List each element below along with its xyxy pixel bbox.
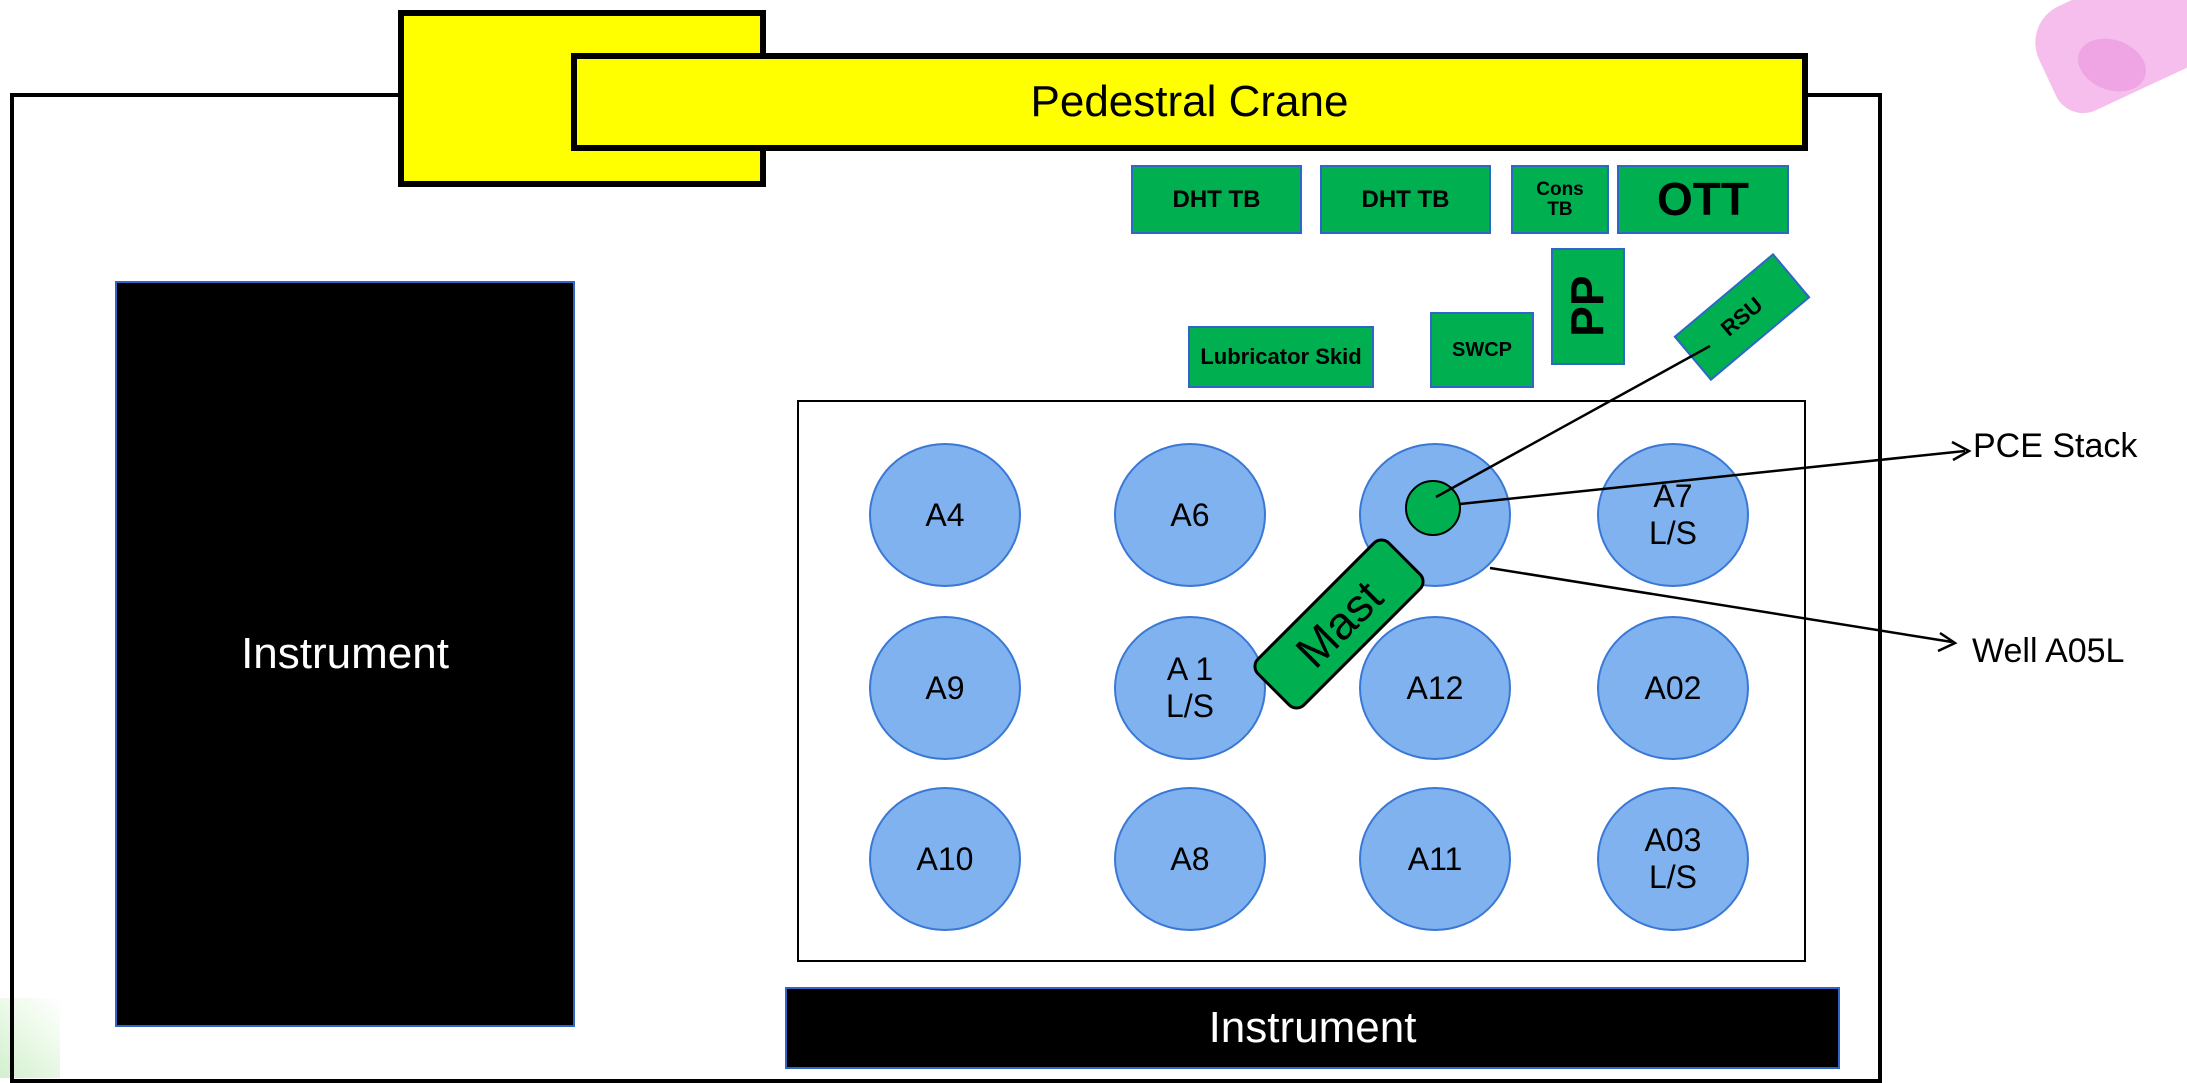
cons-tb-label: Cons TB xyxy=(1536,178,1584,220)
well-label: A02 xyxy=(1644,669,1702,706)
dht-tb-2-label: DHT TB xyxy=(1361,185,1450,213)
instrument-left-label: Instrument xyxy=(241,629,449,678)
well-arrowhead xyxy=(1937,631,1958,653)
well-a05l-callout: Well A05L xyxy=(1972,632,2125,670)
pce-stack-callout: PCE Stack xyxy=(1973,427,2138,465)
well-a02: A02 xyxy=(1597,616,1749,760)
well-label: A10 xyxy=(916,840,974,877)
well-a9: A9 xyxy=(869,616,1021,760)
well-label: A9 xyxy=(925,669,965,706)
cons-tb-box: Cons TB xyxy=(1511,165,1609,234)
instrument-bottom-label: Instrument xyxy=(1208,1003,1417,1052)
pce-stack-arrowhead xyxy=(1951,440,1972,462)
well-a6: A6 xyxy=(1114,443,1266,587)
well-a8: A8 xyxy=(1114,787,1266,931)
well-label: A11 xyxy=(1407,840,1463,877)
well-a4: A4 xyxy=(869,443,1021,587)
instrument-bottom: Instrument xyxy=(785,987,1840,1069)
well-a7: A7 L/S xyxy=(1597,443,1749,587)
well-label: A8 xyxy=(1170,840,1210,877)
well-label: A 1 L/S xyxy=(1165,651,1215,724)
well-a1: A 1 L/S xyxy=(1114,616,1266,760)
well-label: A4 xyxy=(925,496,965,533)
well-label: A03 L/S xyxy=(1644,822,1702,895)
swcp-box: SWCP xyxy=(1430,312,1534,388)
well-callout-line xyxy=(1489,566,1953,644)
instrument-left: Instrument xyxy=(115,281,575,1027)
dht-tb-box-2: DHT TB xyxy=(1320,165,1491,234)
crane-label: Pedestral Crane xyxy=(1030,77,1349,126)
lubricator-skid-label: Lubricator Skid xyxy=(1200,344,1362,370)
swcp-label: SWCP xyxy=(1452,338,1512,361)
wellbay-deck xyxy=(797,400,1806,962)
lubricator-skid-box: Lubricator Skid xyxy=(1188,326,1374,388)
ott-box: OTT xyxy=(1617,165,1789,234)
pedestral-crane: Pedestral Crane xyxy=(571,53,1808,151)
pp-box: PP xyxy=(1551,248,1625,365)
ott-label: OTT xyxy=(1657,173,1749,226)
well-label: A12 xyxy=(1406,669,1464,706)
dht-tb-box-1: DHT TB xyxy=(1131,165,1302,234)
well-a10: A10 xyxy=(869,787,1021,931)
dht-tb-1-label: DHT TB xyxy=(1172,185,1261,213)
well-label: A6 xyxy=(1170,496,1210,533)
well-a03: A03 L/S xyxy=(1597,787,1749,931)
pce-stack-callout-line xyxy=(1459,449,1966,506)
well-a12: A12 xyxy=(1359,616,1511,760)
well-a11: A11 xyxy=(1359,787,1511,931)
rsu-connector-line xyxy=(1435,344,1711,499)
